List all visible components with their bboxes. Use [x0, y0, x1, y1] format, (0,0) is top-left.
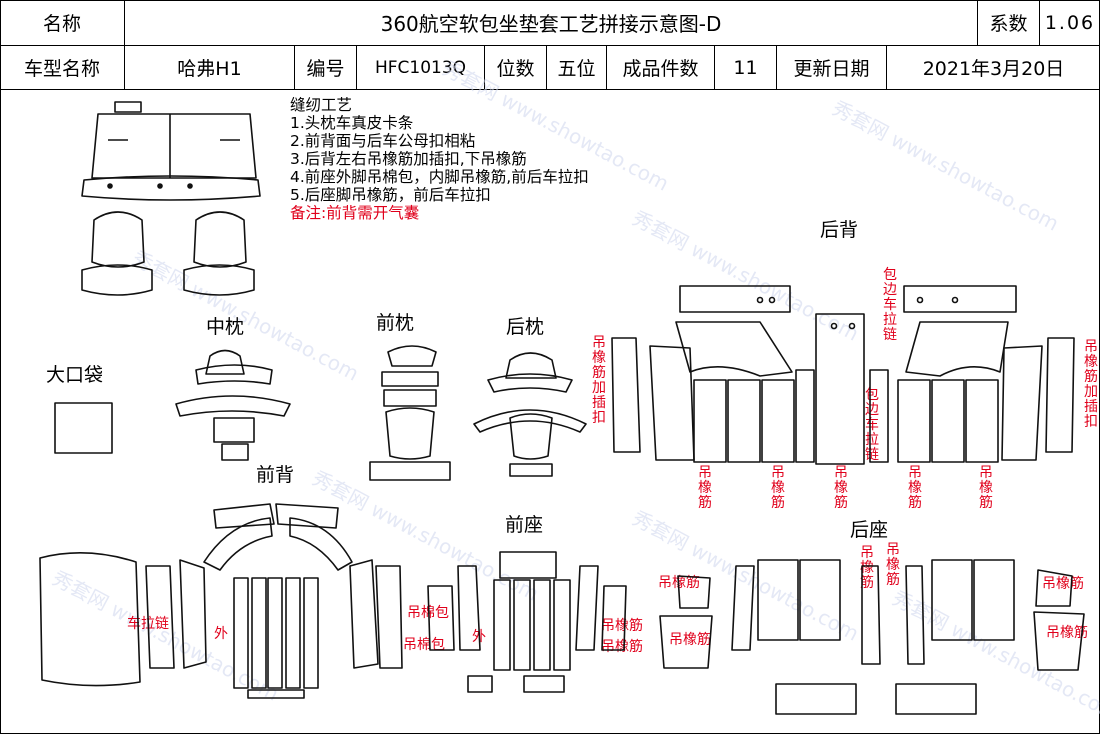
annot-rubber-h: 吊橡筋	[1042, 576, 1084, 592]
front-pillow-pieces	[369, 345, 451, 481]
model-value: 哈弗H1	[125, 46, 295, 89]
big-pocket-piece	[54, 402, 113, 454]
annot-zipper-mid: 包边车拉链	[865, 387, 879, 463]
seats-value: 五位	[547, 46, 607, 89]
annot-rubber-h: 吊橡筋	[601, 618, 643, 634]
label-front-seat: 前座	[505, 514, 544, 536]
date-value: 2021年3月20日	[922, 58, 1065, 80]
annot-outer: 外	[214, 626, 228, 642]
label-front-pillow: 前枕	[376, 312, 415, 334]
annot-rubber: 吊橡筋	[908, 465, 922, 511]
annot-rubber: 吊橡筋	[834, 465, 848, 511]
annot-rubber: 吊橡筋	[771, 465, 785, 511]
label-big-pocket: 大口袋	[46, 364, 104, 386]
annot-rubber-h: 吊橡筋	[669, 632, 711, 648]
date-label: 更新日期	[777, 46, 887, 89]
annot-cotton-bag: 吊棉包	[403, 637, 445, 653]
drawing-title: 360航空软包坐垫套工艺拼接示意图-D	[125, 0, 978, 45]
annot-rear-back-left: 吊橡筋加插扣	[592, 335, 606, 426]
note-remark: 备注:前背需开气囊	[290, 204, 420, 222]
overview-rear-bench	[81, 101, 261, 201]
annot-rubber: 吊橡筋	[860, 545, 874, 591]
rear-seat-pieces	[659, 559, 1085, 715]
label-rear-seat: 后座	[850, 519, 889, 541]
code-label: 编号	[295, 46, 357, 89]
header-row-2: 车型名称 哈弗H1 编号 HFC1013Q 位数 五位 成品件数 11 更新日期…	[0, 46, 1100, 90]
coef-label: 系数	[978, 0, 1040, 45]
annot-rubber: 吊橡筋	[698, 465, 712, 511]
overview-front-seat-right	[183, 211, 255, 296]
model-label: 车型名称	[0, 46, 125, 89]
coef-value: 1.06	[1044, 11, 1096, 34]
annot-rubber-h: 吊橡筋	[1046, 625, 1088, 641]
sewing-notes: 缝纫工艺 1.头枕车真皮卡条 2.前背面与后车公母扣相粘 3.后背左右吊橡筋加插…	[290, 96, 589, 222]
mid-pillow-pieces	[175, 349, 291, 461]
rear-pillow-pieces	[473, 352, 587, 477]
header-row-1: 名称 360航空软包坐垫套工艺拼接示意图-D 系数 1.06	[0, 0, 1100, 46]
seats-label: 位数	[485, 46, 547, 89]
note-item: 3.后背左右吊橡筋加插扣,下吊橡筋	[290, 150, 527, 168]
rear-back-pieces	[611, 285, 1075, 465]
code-value: HFC1013Q	[357, 46, 485, 89]
front-back-pieces	[39, 503, 403, 699]
note-item: 4.前座外脚吊棉包，内脚吊橡筋,前后车拉扣	[290, 168, 589, 186]
notes-heading: 缝纫工艺	[290, 96, 353, 114]
annot-rear-back-right: 吊橡筋加插扣	[1084, 339, 1098, 430]
label-front-back: 前背	[256, 464, 295, 486]
note-item: 1.头枕车真皮卡条	[290, 114, 414, 132]
label-rear-back: 后背	[820, 219, 859, 241]
annot-rubber: 吊橡筋	[979, 465, 993, 511]
name-label: 名称	[0, 0, 125, 45]
annot-cotton-bag: 吊棉包	[407, 605, 449, 621]
overview-front-seat-left	[81, 211, 153, 296]
label-mid-pillow: 中枕	[206, 316, 245, 338]
note-item: 2.前背面与后车公母扣相粘	[290, 132, 476, 150]
annot-zipper-top: 包边车拉链	[883, 267, 897, 343]
annot-rubber: 吊橡筋	[886, 542, 900, 588]
pieces-label: 成品件数	[607, 46, 715, 89]
label-rear-pillow: 后枕	[506, 316, 545, 338]
note-item: 5.后座脚吊橡筋，前后车拉扣	[290, 186, 491, 204]
front-seat-pieces	[427, 551, 627, 693]
pieces-value: 11	[715, 46, 777, 89]
